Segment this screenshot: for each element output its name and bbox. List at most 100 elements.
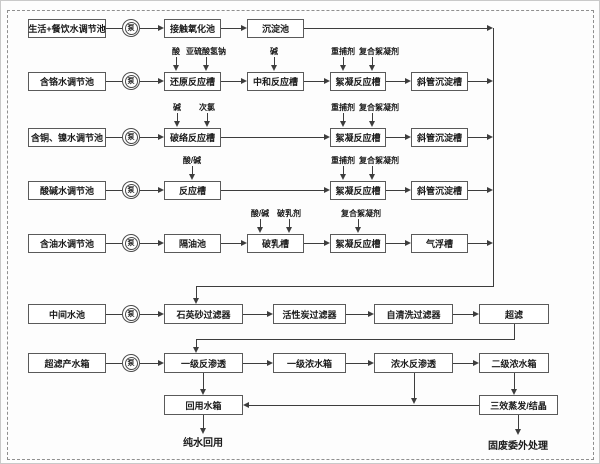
- node-inclined-tube-settler: 斜管沉淀槽: [411, 181, 468, 200]
- arrow-right-icon: [368, 360, 374, 366]
- dosing-line: [343, 166, 344, 175]
- arrow-down-icon: [340, 174, 346, 180]
- node-reaction-tank: 反应槽: [164, 181, 221, 200]
- arrow-right-icon: [158, 25, 164, 31]
- reagent-label-acid: 酸: [172, 47, 180, 56]
- connector-line: [386, 137, 406, 138]
- reagent-label-composite-flocculant: 复合絮凝剂: [359, 47, 399, 56]
- pump-label: 泵: [124, 236, 138, 250]
- pump-label: 泵: [124, 74, 138, 88]
- connector-line: [453, 363, 474, 364]
- arrow-down-icon: [369, 121, 375, 127]
- arrow-down-icon: [193, 347, 199, 353]
- connector-line: [140, 190, 159, 191]
- dosing-line: [207, 113, 208, 122]
- arrow-right-icon: [487, 134, 493, 140]
- pump-label: 泵: [124, 21, 138, 35]
- connector-line: [304, 81, 325, 82]
- arrow-right-icon: [405, 187, 411, 193]
- arrow-left-icon: [243, 402, 249, 408]
- pump-symbol: 泵: [122, 19, 140, 37]
- arrow-down-icon: [174, 121, 180, 127]
- node-flocculation-reactor: 絮凝反应槽: [330, 181, 386, 200]
- collector-line: [493, 28, 494, 287]
- arrow-right-icon: [368, 311, 374, 317]
- connector-line: [453, 314, 474, 315]
- dosing-line: [343, 57, 344, 66]
- arrow-down-icon: [193, 298, 199, 304]
- node-acid-alkali-water-tank: 酸碱水调节池: [28, 181, 106, 200]
- arrow-right-icon: [158, 240, 164, 246]
- node-inclined-tube-settler: 斜管沉淀槽: [411, 72, 468, 91]
- node-neutralization-reactor: 中和反应槽: [247, 72, 304, 91]
- node-chromium-water-tank: 含铬水调节池: [28, 72, 106, 91]
- connector-line: [140, 243, 159, 244]
- node-complex-breaking-reactor: 破络反应槽: [164, 128, 221, 147]
- arrow-down-icon: [200, 389, 206, 395]
- pump-symbol: 泵: [122, 234, 140, 252]
- arrow-right-icon: [324, 78, 330, 84]
- node-oily-water-tank: 含油水调节池: [28, 234, 106, 253]
- pump-symbol: 泵: [122, 128, 140, 146]
- arrow-down-icon: [340, 121, 346, 127]
- connector-line: [304, 243, 325, 244]
- connector-line: [386, 243, 406, 244]
- connector-line: [386, 190, 406, 191]
- arrow-down-icon: [200, 428, 206, 434]
- connector-line: [106, 137, 122, 138]
- node-air-flotation-tank: 气浮槽: [411, 234, 468, 253]
- reagent-label-heavy-metal-catcher: 重捕剂: [331, 156, 355, 165]
- node-ultrafiltration: 超滤: [479, 304, 549, 324]
- reagent-label-heavy-metal-catcher: 重捕剂: [331, 103, 355, 112]
- connector-line: [414, 373, 415, 399]
- arrow-right-icon: [324, 240, 330, 246]
- connector-line: [106, 190, 122, 191]
- dosing-line: [372, 57, 373, 66]
- arrow-right-icon: [473, 360, 479, 366]
- reagent-label-alkali: 碱: [270, 47, 278, 56]
- arrow-down-icon: [340, 65, 346, 71]
- node-reduction-reactor: 还原反应槽: [164, 72, 221, 91]
- connector-line: [106, 28, 122, 29]
- connector-line: [468, 243, 488, 244]
- collector-line: [196, 286, 493, 287]
- connector-line: [221, 190, 325, 191]
- node-demulsification-tank: 破乳槽: [247, 234, 304, 253]
- reagent-label-composite-flocculant: 复合絮凝剂: [341, 209, 381, 218]
- connector-line: [243, 314, 268, 315]
- connector-line: [514, 324, 515, 339]
- arrow-right-icon: [241, 240, 247, 246]
- connector-line: [249, 405, 479, 406]
- arrow-down-icon: [369, 65, 375, 71]
- node-quartz-sand-filter: 石英砂过滤器: [164, 304, 243, 324]
- node-activated-carbon-filter: 活性炭过滤器: [273, 304, 346, 324]
- arrow-right-icon: [158, 311, 164, 317]
- dosing-line: [176, 57, 177, 66]
- connector-line: [243, 363, 268, 364]
- connector-line: [346, 314, 369, 315]
- arrow-right-icon: [487, 25, 493, 31]
- node-self-cleaning-filter: 自清洗过滤器: [374, 304, 453, 324]
- connector-line: [140, 314, 159, 315]
- dosing-line: [372, 166, 373, 175]
- connector-line: [221, 243, 242, 244]
- arrow-down-icon: [369, 174, 375, 180]
- pump-label: 泵: [124, 130, 138, 144]
- connector-line: [468, 190, 488, 191]
- node-first-stage-ro: 一级反渗透: [164, 353, 243, 373]
- arrow-right-icon: [158, 360, 164, 366]
- reagent-label-demulsifier: 破乳剂: [277, 209, 301, 218]
- arrow-right-icon: [241, 25, 247, 31]
- pump-label: 泵: [124, 356, 138, 370]
- dosing-line: [177, 113, 178, 122]
- node-oil-separator: 隔油池: [164, 234, 221, 253]
- node-flocculation-reactor: 絮凝反应槽: [330, 128, 386, 147]
- reagent-label-acid-alkali: 酸/碱: [182, 156, 202, 165]
- reagent-label-alkali: 碱: [173, 103, 181, 112]
- arrow-right-icon: [158, 134, 164, 140]
- node-first-concentrate-tank: 一级浓水箱: [273, 353, 346, 373]
- pump-symbol: 泵: [122, 72, 140, 90]
- node-uf-product-water-tank: 超滤产水箱: [28, 353, 106, 373]
- dosing-line: [343, 113, 344, 122]
